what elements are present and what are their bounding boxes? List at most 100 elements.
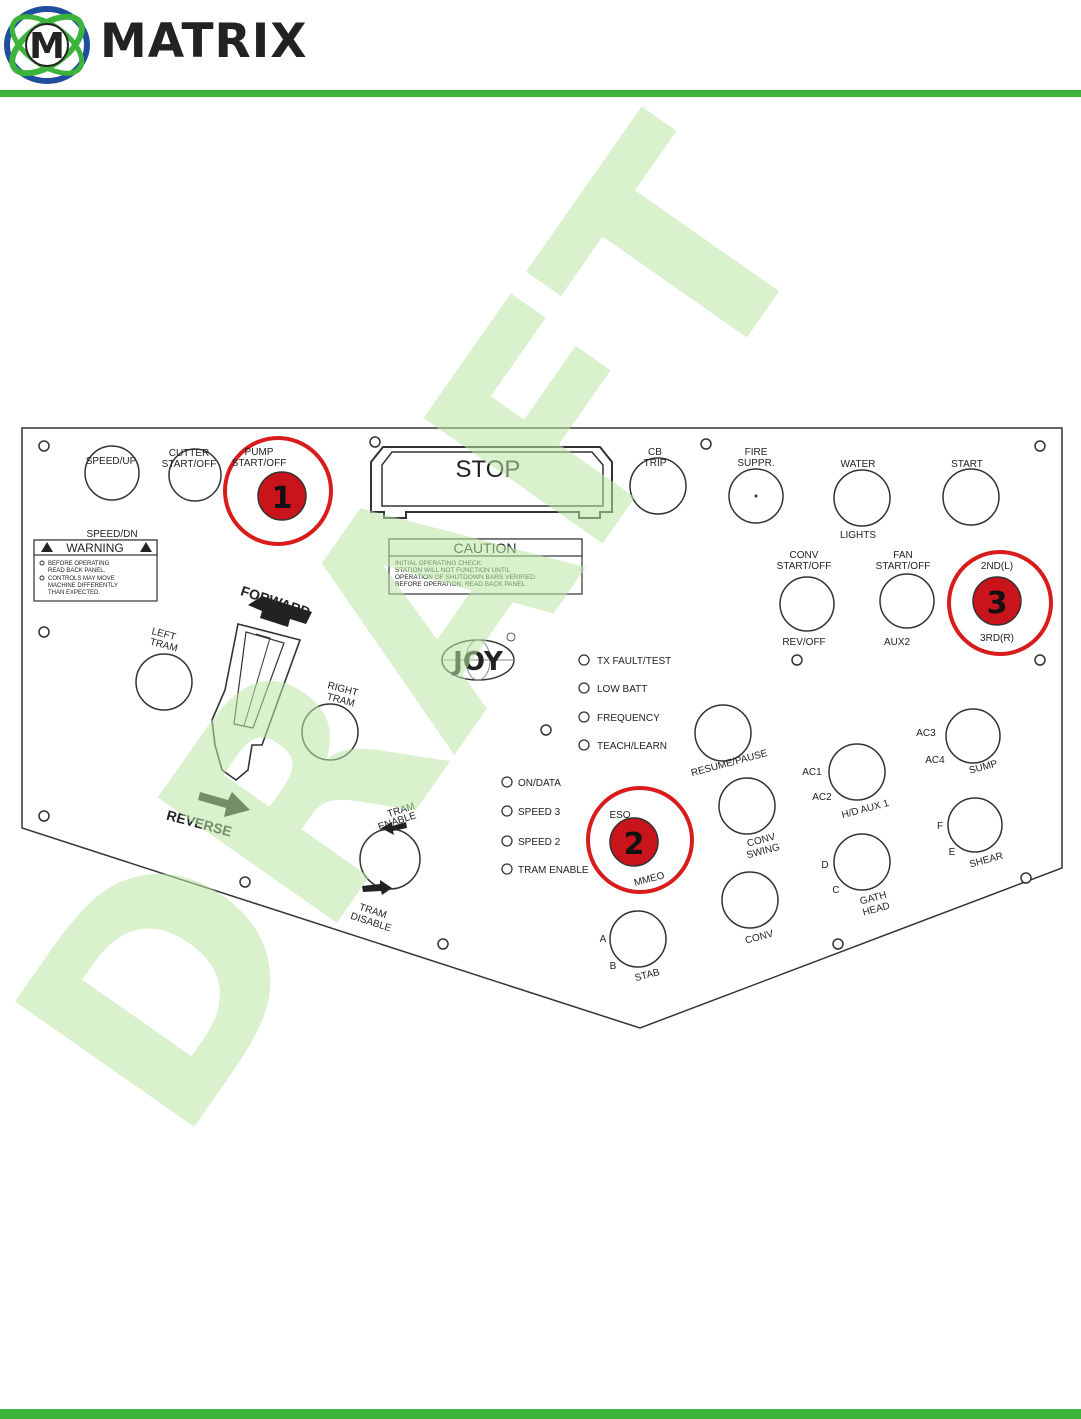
page-header: M MATRIX xyxy=(0,0,1081,100)
pump-start-off-button[interactable] xyxy=(257,471,307,521)
b-label: B xyxy=(610,961,617,972)
fan-start-off-button[interactable] xyxy=(879,573,935,629)
stop-bar[interactable]: STOP xyxy=(370,446,613,519)
indicator-label: TX FAULT/TEST xyxy=(597,656,671,667)
fire-label: FIRE xyxy=(745,447,768,458)
mounting-holes xyxy=(38,436,1046,950)
fire-dot xyxy=(754,494,758,498)
c-label: C xyxy=(832,885,839,896)
speed-dn-label: SPEED/DN xyxy=(86,529,137,540)
ac2-label: AC2 xyxy=(812,792,832,803)
forward-arrow-icon xyxy=(248,596,312,627)
indicator-label: LOW BATT xyxy=(597,684,647,695)
joy-logo-text: JOY xyxy=(451,647,504,677)
caution-line: INITIAL OPERATING CHECK: xyxy=(395,560,483,567)
warning-line: READ BACK PANEL. xyxy=(48,568,106,574)
hd-aux-button[interactable] xyxy=(828,743,886,801)
warning-triangle-icon xyxy=(41,542,53,552)
callout-ring-1 xyxy=(223,436,333,546)
indicator-label: FREQUENCY xyxy=(597,713,660,724)
water-label: WATER xyxy=(841,459,876,470)
indicator-label: TRAM ENABLE xyxy=(518,865,589,876)
pump-label: START/OFF xyxy=(232,458,287,469)
pump-label: PUMP xyxy=(245,447,274,458)
reverse-arrow-icon xyxy=(198,792,250,817)
aux2-label: AUX2 xyxy=(884,637,911,648)
stop-label: STOP xyxy=(456,456,521,483)
rev-off-label: REV/OFF xyxy=(782,637,825,648)
logo-letter: M xyxy=(29,26,65,67)
callout-ring-2 xyxy=(586,786,694,894)
eso-label: ESO xyxy=(609,810,630,821)
start-label: START xyxy=(951,459,983,470)
tram-enable-button[interactable] xyxy=(359,828,421,890)
start-button[interactable] xyxy=(942,468,1000,526)
left-tram-button[interactable] xyxy=(135,653,193,711)
cb-label: CB xyxy=(648,447,662,458)
fan-label: FAN xyxy=(893,550,912,561)
cutter-label: START/OFF xyxy=(162,459,217,470)
indicator-led xyxy=(578,711,590,723)
caution-line: BEFORE OPERATION, READ BACK PANEL. xyxy=(395,581,527,588)
cutter-start-off-button[interactable] xyxy=(168,448,222,502)
joy-logo: JOY xyxy=(441,632,516,681)
caution-label: CAUTION INITIAL OPERATING CHECK: STATION… xyxy=(388,538,583,595)
conv-button[interactable] xyxy=(721,871,779,929)
second-l-label: 2ND(L) xyxy=(981,561,1013,572)
callout-number-2: 2 xyxy=(624,827,645,862)
warning-title: WARNING xyxy=(66,541,124,555)
sump-button[interactable] xyxy=(945,708,1001,764)
e-label: E xyxy=(949,847,956,858)
conv-start-label: START/OFF xyxy=(777,561,832,572)
matrix-logo: M xyxy=(2,2,92,86)
indicator-led xyxy=(501,863,513,875)
caution-line: STATION WILL NOT FUNCTION UNTIL xyxy=(395,567,511,574)
shear-button[interactable] xyxy=(947,797,1003,853)
cb-trip-button[interactable] xyxy=(629,457,687,515)
warning-line: MACHINE DIFFERENTLY xyxy=(48,583,118,589)
conv-start-off-button[interactable] xyxy=(779,576,835,632)
speed-button[interactable] xyxy=(84,445,140,501)
warning-line: THAN EXPECTED. xyxy=(48,590,100,596)
water-lights-button[interactable] xyxy=(833,469,891,527)
warning-label: WARNING BEFORE OPERATING READ BACK PANEL… xyxy=(33,539,158,602)
gath-head-button[interactable] xyxy=(833,833,891,891)
indicator-led xyxy=(501,835,513,847)
eso-mmeo-button[interactable] xyxy=(609,817,659,867)
conv-start-label: CONV xyxy=(790,550,819,561)
fan-label: START/OFF xyxy=(876,561,931,572)
brand-name: MATRIX xyxy=(100,14,308,69)
warning-line: CONTROLS MAY MOVE xyxy=(48,576,115,582)
third-r-label: 3RD(R) xyxy=(980,633,1014,644)
indicator-led xyxy=(501,805,513,817)
callout-number-1: 1 xyxy=(272,481,293,516)
callout-ring-3 xyxy=(947,550,1053,656)
f-label: F xyxy=(937,821,943,832)
lights-label: LIGHTS xyxy=(840,530,876,541)
cutter-label: CUTTER xyxy=(169,448,210,459)
callout-number-3: 3 xyxy=(987,586,1008,621)
ac4-label: AC4 xyxy=(925,755,945,766)
second-third-button[interactable] xyxy=(972,576,1022,626)
ac3-label: AC3 xyxy=(916,728,936,739)
indicator-group-upper: TX FAULT/TEST LOW BATT FREQUENCY TEACH/L… xyxy=(578,654,671,752)
caution-line: OPERATION OF SHUTDOWN BARS VERIFIED. xyxy=(395,574,537,581)
tram-joystick[interactable] xyxy=(211,623,302,782)
indicator-led xyxy=(578,654,590,666)
right-tram-button[interactable] xyxy=(301,703,359,761)
conv-swing-button[interactable] xyxy=(718,777,776,835)
indicator-led xyxy=(501,776,513,788)
indicator-led xyxy=(578,739,590,751)
tram-disable-arrow-icon xyxy=(362,880,392,895)
ac1-label: AC1 xyxy=(802,767,822,778)
indicator-group-lower: ON/DATA SPEED 3 SPEED 2 TRAM ENABLE xyxy=(501,776,589,876)
warning-line: BEFORE OPERATING xyxy=(48,561,110,567)
indicator-label: TEACH/LEARN xyxy=(597,741,667,752)
cb-label: TRIP xyxy=(644,458,667,469)
header-divider xyxy=(0,90,1081,97)
warning-triangle-icon xyxy=(140,542,152,552)
resume-pause-button[interactable] xyxy=(694,704,752,762)
stab-button[interactable] xyxy=(609,910,667,968)
footer-divider xyxy=(0,1409,1081,1419)
